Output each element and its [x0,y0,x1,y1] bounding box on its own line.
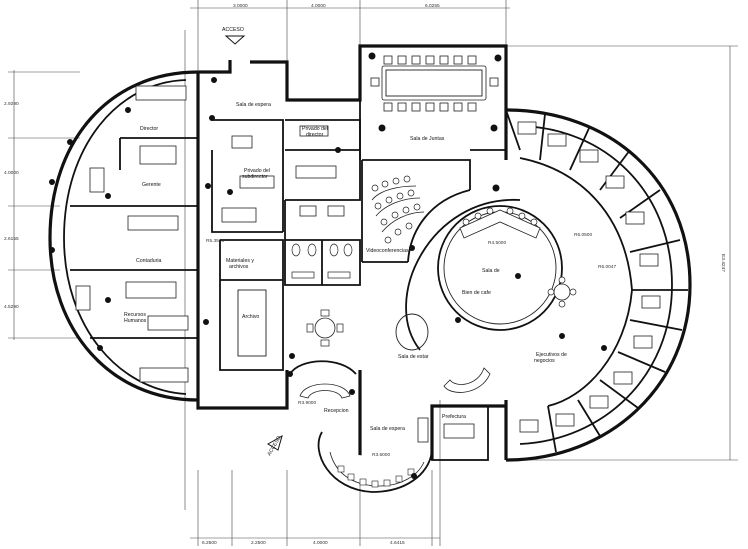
label-radius-3: R4.5000 [488,240,506,246]
label-sala-de-cafe: Sala de [482,268,500,274]
label-sala-de-espera-bottom: Sala de espera [370,426,405,432]
arrow-top-icon [224,35,246,45]
label-radius-5: R3.9000 [298,400,316,406]
dim-top-2: 4.0000 [311,3,326,9]
label-recepcion: Recepcion [324,408,349,414]
arrow-bottom-icon [267,434,283,451]
dim-top-1: 3.0000 [233,3,248,9]
label-gerente: Gerente [142,182,161,188]
label-acceso-bottom: ACCESO [267,435,283,457]
label-radius-6: R3.6000 [372,452,390,458]
label-privado-director-2: director [306,132,324,138]
label-privado-subdirector-2: subdirector [242,174,268,180]
cafe-round-table [553,283,571,301]
furniture [75,55,661,488]
label-bien-de-cafe: Bien de cafe [462,290,491,296]
label-sala-de-espera-top: Sala de espera [236,102,271,108]
label-privado-director-1: Privado del [302,126,328,132]
board-table [381,65,487,101]
room-labels: ACCESO Sala de espera Sala de Juntas Pri… [124,27,616,458]
label-radius-4: R5.3500 [206,238,224,244]
label-sala-de-estar: Sala de estar [398,354,429,360]
label-videoconferencias: Videoconferencias [366,248,409,254]
label-radius-1: R6.0500 [574,232,592,238]
dim-left-1: 2.9290 [4,101,19,107]
label-prefectura: Prefectura [442,414,466,420]
dimension-lines [8,0,738,546]
label-materiales-2: archivos [229,264,249,270]
label-recursos-humanos-1: Recursos [124,312,146,318]
dim-left-3: 2.6155 [4,236,19,242]
dim-bottom-4: 4.6415 [390,540,405,546]
dim-right-1: E3.4247 [720,254,726,272]
access-arrows [224,35,283,451]
label-ejecutivos-1: Ejecutivos de [536,352,567,358]
label-privado-subdirector-1: Privado del [244,168,270,174]
label-director: Director [140,126,158,132]
label-materiales-1: Materiales y [226,258,254,264]
dim-left-4: 4.5290 [4,304,19,310]
dim-bottom-1: 6.2500 [202,540,217,546]
round-meeting-table [314,317,336,339]
label-ejecutivos-2: negocios [534,358,555,364]
label-acceso-top: ACCESO [222,27,244,33]
dim-top-3: 6.0255 [425,3,440,9]
label-contaduria: Contaduria [136,258,161,264]
dim-left-2: 4.0000 [4,170,19,176]
label-recursos-humanos-2: Humanos [124,318,147,324]
dim-bottom-2: 2.2500 [251,540,266,546]
label-archivo: Archivo [242,314,259,320]
dim-bottom-3: 4.0000 [313,540,328,546]
label-sala-de-juntas: Sala de Juntas [410,136,445,142]
dimension-labels: 3.0000 4.0000 6.0255 6.2500 2.2500 4.000… [4,3,726,546]
plants [49,52,607,479]
interior-walls [70,100,688,493]
label-radius-2: R6.0047 [598,264,616,270]
